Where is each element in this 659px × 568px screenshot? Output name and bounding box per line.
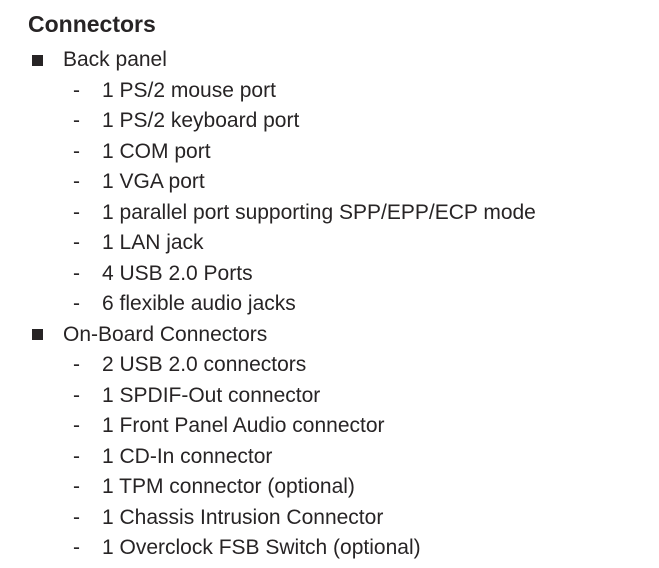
list-item-text: 6 flexible audio jacks [102, 292, 296, 315]
section-header-on-board-connectors: On-Board Connectors [0, 320, 659, 351]
dash-bullet: - [73, 383, 80, 407]
list-item-text: 1 Front Panel Audio connector [102, 414, 385, 437]
list-item-text: 1 Overclock FSB Switch (optional) [102, 536, 421, 559]
dash-bullet: - [73, 78, 80, 102]
dash-bullet: - [73, 536, 80, 559]
list-item: - 1 Chassis Intrusion Connector [0, 503, 659, 534]
list-item-text: 1 PS/2 mouse port [102, 78, 276, 102]
dash-bullet: - [73, 109, 80, 132]
list-item: - 2 USB 2.0 connectors [0, 350, 659, 381]
list-item-text: 1 PS/2 keyboard port [102, 109, 300, 132]
list-item: - 6 flexible audio jacks [0, 289, 659, 320]
list-item-text: 1 CD-In connector [102, 444, 273, 468]
dash-bullet: - [73, 444, 80, 468]
list-item-text: 1 LAN jack [102, 231, 204, 254]
dash-bullet: - [73, 139, 80, 163]
list-item-text: 2 USB 2.0 connectors [102, 353, 307, 376]
list-item: - 1 COM port [0, 137, 659, 168]
list-item-text: 1 COM port [102, 139, 211, 163]
dash-bullet: - [73, 505, 80, 529]
dash-bullet: - [73, 261, 80, 285]
dash-bullet: - [73, 414, 80, 437]
list-item: - 1 parallel port supporting SPP/EPP/ECP… [0, 198, 659, 229]
dash-bullet: - [73, 353, 80, 376]
list-item: - 1 PS/2 keyboard port [0, 106, 659, 137]
list-item: - 1 LAN jack [0, 228, 659, 259]
list-item: - 1 SPDIF-Out connector [0, 381, 659, 412]
list-item: - 1 PS/2 mouse port [0, 76, 659, 107]
list-item: - 1 CD-In connector [0, 442, 659, 473]
list-item: - 1 Front Panel Audio connector [0, 411, 659, 442]
section-label: Back panel [63, 48, 167, 71]
list-item-text: 1 Chassis Intrusion Connector [102, 505, 384, 529]
square-bullet-icon [32, 329, 43, 341]
dash-bullet: - [73, 231, 80, 254]
square-bullet-icon [32, 54, 43, 66]
list-item: - 1 Overclock FSB Switch (optional) [0, 533, 659, 564]
list-item: - 1 VGA port [0, 167, 659, 198]
list-item-text: 1 TPM connector (optional) [102, 475, 355, 498]
page-title: Connectors [28, 11, 156, 37]
dash-bullet: - [73, 200, 80, 224]
section-label: On-Board Connectors [63, 322, 268, 346]
list-item: - 4 USB 2.0 Ports [0, 259, 659, 290]
list-item-text: 1 VGA port [102, 170, 205, 193]
dash-bullet: - [73, 475, 80, 498]
list-item-text: 1 parallel port supporting SPP/EPP/ECP m… [102, 200, 536, 224]
list-item: - 1 TPM connector (optional) [0, 472, 659, 503]
list-item-text: 1 SPDIF-Out connector [102, 383, 321, 407]
dash-bullet: - [73, 170, 80, 193]
dash-bullet: - [73, 292, 80, 315]
section-header-back-panel: Back panel [0, 45, 659, 76]
list-item-text: 4 USB 2.0 Ports [102, 261, 253, 285]
